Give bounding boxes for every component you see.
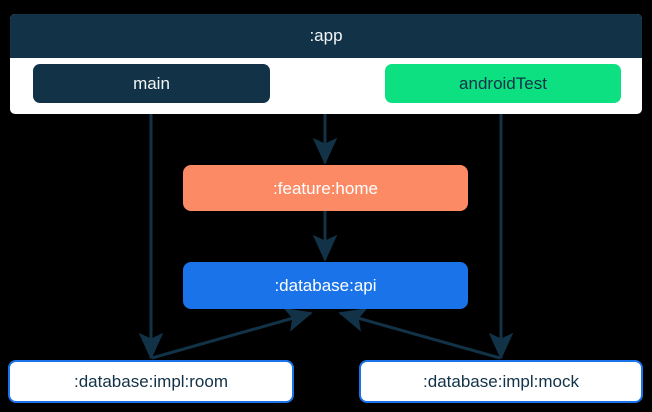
node-database-impl-mock[interactable]: :database:impl:mock [359,360,643,403]
node-main-label: main [133,74,170,93]
node-android-test-label: androidTest [459,74,547,93]
node-main[interactable]: main [33,64,270,103]
cluster-app-title: :app [10,14,642,58]
node-android-test[interactable]: androidTest [385,64,621,103]
node-feature-home-label: :feature:home [273,178,378,198]
node-feature-home[interactable]: :feature:home [183,165,468,211]
edge-database-impl-room-to-database-api [151,308,313,360]
node-database-impl-room[interactable]: :database:impl:room [8,360,294,403]
node-database-impl-room-label: :database:impl:room [73,372,229,391]
node-database-api[interactable]: :database:api [183,262,468,309]
edge-database-impl-mock-to-database-api [338,307,501,360]
node-database-api-label: :database:api [274,276,377,295]
node-database-impl-mock-label: :database:impl:mock [423,372,579,391]
